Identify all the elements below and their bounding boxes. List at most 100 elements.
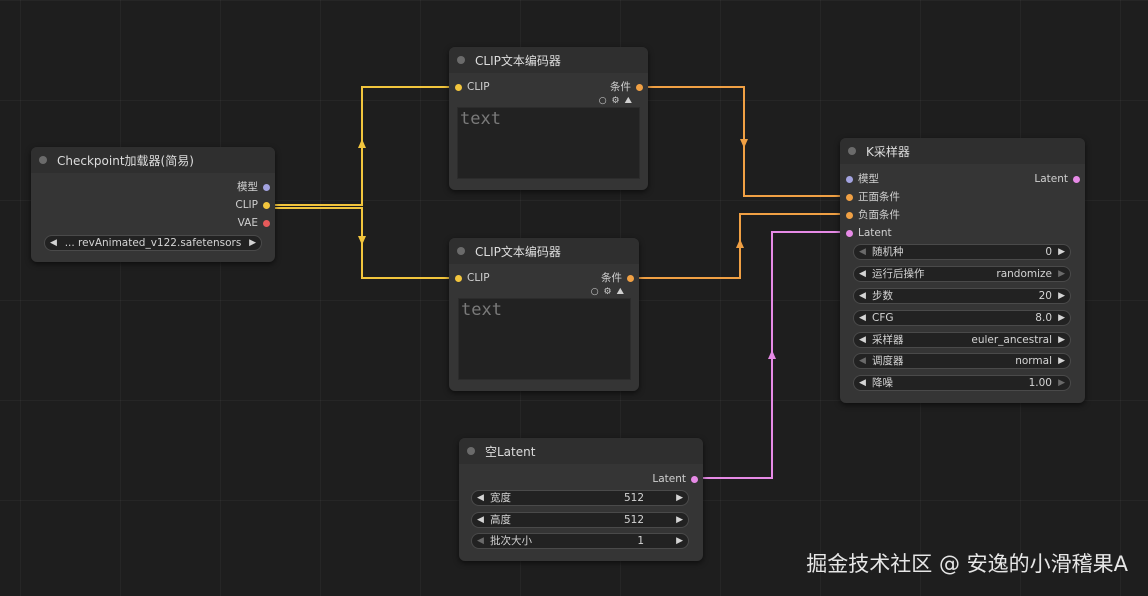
empty-latent-node[interactable]: 空Latent Latent ◀ 宽度 512 ▶ ◀ 高度 512 ▶ ◀ 批…	[459, 438, 703, 561]
left-arrow-icon[interactable]: ◀	[50, 238, 57, 248]
left-arrow-icon[interactable]: ◀	[477, 493, 484, 503]
slot-label: CLIP	[235, 199, 258, 211]
denoise-widget[interactable]: ◀ 降噪 1.00 ▶	[853, 375, 1071, 391]
sampler-widget[interactable]: ◀ 采样器 euler_ancestral ▶	[853, 332, 1071, 348]
link-arrow-clip-up	[358, 139, 366, 148]
ckpt-name-combo[interactable]: ◀ ... revAnimated_v122.safetensors ▶	[44, 235, 262, 251]
image-icon[interactable]: ⛰	[616, 287, 625, 297]
slot-dot-icon[interactable]	[263, 183, 270, 191]
height-widget[interactable]: ◀ 高度 512 ▶	[471, 512, 689, 528]
clip-text-encoder-node-top[interactable]: CLIP文本编码器 CLIP 条件 ○ ⚙ ⛰ text	[449, 47, 648, 190]
left-arrow-icon[interactable]: ◀	[859, 335, 866, 345]
output-slot-conditioning[interactable]: 条件	[601, 271, 634, 285]
input-slot-model[interactable]: 模型	[846, 172, 879, 186]
circle-icon[interactable]: ○	[590, 287, 600, 297]
right-arrow-icon[interactable]: ▶	[1058, 247, 1065, 257]
collapse-dot-icon[interactable]	[39, 156, 47, 164]
input-slot-positive[interactable]: 正面条件	[846, 190, 900, 204]
slot-dot-icon[interactable]	[636, 83, 643, 91]
slot-dot-icon[interactable]	[455, 274, 462, 282]
slot-dot-icon[interactable]	[263, 219, 270, 227]
right-arrow-icon[interactable]: ▶	[676, 493, 683, 503]
output-slot-latent[interactable]: Latent	[652, 472, 698, 486]
text-prompt-input[interactable]: text	[457, 107, 640, 179]
widget-value: 1.00	[1028, 377, 1052, 389]
output-slot-clip[interactable]: CLIP	[235, 198, 270, 212]
right-arrow-icon[interactable]: ▶	[1058, 378, 1065, 388]
collapse-dot-icon[interactable]	[848, 147, 856, 155]
slot-dot-icon[interactable]	[846, 211, 853, 219]
scheduler-widget[interactable]: ◀ 调度器 normal ▶	[853, 353, 1071, 369]
slot-dot-icon[interactable]	[455, 83, 462, 91]
slot-dot-icon[interactable]	[627, 274, 634, 282]
ksampler-node[interactable]: K采样器 模型 Latent 正面条件 负面条件 Latent ◀ 随机种 0 …	[840, 138, 1085, 403]
steps-widget[interactable]: ◀ 步数 20 ▶	[853, 288, 1071, 304]
slot-dot-icon[interactable]	[263, 201, 270, 209]
left-arrow-icon[interactable]: ◀	[859, 269, 866, 279]
clip-text-encoder-node-bottom[interactable]: CLIP文本编码器 CLIP 条件 ○ ⚙ ⛰ text	[449, 238, 639, 391]
slot-dot-icon[interactable]	[691, 475, 698, 483]
input-slot-latent[interactable]: Latent	[846, 226, 892, 240]
right-arrow-icon[interactable]: ▶	[676, 515, 683, 525]
link-arrow-clip-down	[358, 236, 366, 245]
image-icon[interactable]: ⛰	[624, 96, 633, 106]
slot-dot-icon[interactable]	[846, 193, 853, 201]
slot-label: Latent	[1034, 173, 1068, 185]
slot-dot-icon[interactable]	[1073, 175, 1080, 183]
output-slot-conditioning[interactable]: 条件	[610, 80, 643, 94]
left-arrow-icon[interactable]: ◀	[477, 515, 484, 525]
mini-toolbar[interactable]: ○ ⚙ ⛰	[599, 96, 633, 106]
node-title-bar[interactable]: 空Latent	[459, 438, 703, 464]
text-prompt-input[interactable]: text	[458, 298, 631, 380]
right-arrow-icon[interactable]: ▶	[1058, 356, 1065, 366]
checkpoint-loader-node[interactable]: Checkpoint加载器(简易) 模型 CLIP VAE ◀ ... revA…	[31, 147, 275, 262]
collapse-dot-icon[interactable]	[457, 56, 465, 64]
width-widget[interactable]: ◀ 宽度 512 ▶	[471, 490, 689, 506]
node-title-bar[interactable]: K采样器	[840, 138, 1085, 164]
right-arrow-icon[interactable]: ▶	[676, 536, 683, 546]
node-title-bar[interactable]: CLIP文本编码器	[449, 238, 639, 264]
output-slot-model[interactable]: 模型	[237, 180, 270, 194]
slot-label: Latent	[652, 473, 686, 485]
slot-label: 模型	[858, 173, 879, 185]
widget-label: 运行后操作	[872, 268, 925, 280]
right-arrow-icon[interactable]: ▶	[1058, 313, 1065, 323]
input-slot-negative[interactable]: 负面条件	[846, 208, 900, 222]
right-arrow-icon[interactable]: ▶	[1058, 335, 1065, 345]
widget-value: normal	[1015, 355, 1052, 367]
mini-toolbar[interactable]: ○ ⚙ ⛰	[591, 287, 625, 297]
collapse-dot-icon[interactable]	[457, 247, 465, 255]
widget-value: 0	[1045, 246, 1052, 258]
gear-icon[interactable]: ⚙	[603, 287, 613, 297]
left-arrow-icon[interactable]: ◀	[859, 378, 866, 388]
widget-label: 调度器	[872, 355, 904, 367]
left-arrow-icon[interactable]: ◀	[859, 313, 866, 323]
slot-dot-icon[interactable]	[846, 229, 853, 237]
input-slot-clip[interactable]: CLIP	[455, 271, 490, 285]
slot-dot-icon[interactable]	[846, 175, 853, 183]
right-arrow-icon[interactable]: ▶	[1058, 269, 1065, 279]
output-slot-latent[interactable]: Latent	[1034, 172, 1080, 186]
circle-icon[interactable]: ○	[598, 96, 608, 106]
node-title-bar[interactable]: CLIP文本编码器	[449, 47, 648, 73]
left-arrow-icon[interactable]: ◀	[859, 356, 866, 366]
left-arrow-icon[interactable]: ◀	[859, 291, 866, 301]
cfg-widget[interactable]: ◀ CFG 8.0 ▶	[853, 310, 1071, 326]
left-arrow-icon[interactable]: ◀	[477, 536, 484, 546]
output-slot-vae[interactable]: VAE	[237, 216, 270, 230]
input-slot-clip[interactable]: CLIP	[455, 80, 490, 94]
widget-value: euler_ancestral	[971, 334, 1052, 346]
seed-widget[interactable]: ◀ 随机种 0 ▶	[853, 244, 1071, 260]
batch-size-widget[interactable]: ◀ 批次大小 1 ▶	[471, 533, 689, 549]
control-after-generate-widget[interactable]: ◀ 运行后操作 randomize ▶	[853, 266, 1071, 282]
collapse-dot-icon[interactable]	[467, 447, 475, 455]
node-title-bar[interactable]: Checkpoint加载器(简易)	[31, 147, 275, 173]
right-arrow-icon[interactable]: ▶	[249, 238, 256, 248]
left-arrow-icon[interactable]: ◀	[859, 247, 866, 257]
gear-icon[interactable]: ⚙	[611, 96, 621, 106]
right-arrow-icon[interactable]: ▶	[1058, 291, 1065, 301]
slot-label: VAE	[237, 217, 258, 229]
widget-label: 采样器	[872, 334, 904, 346]
